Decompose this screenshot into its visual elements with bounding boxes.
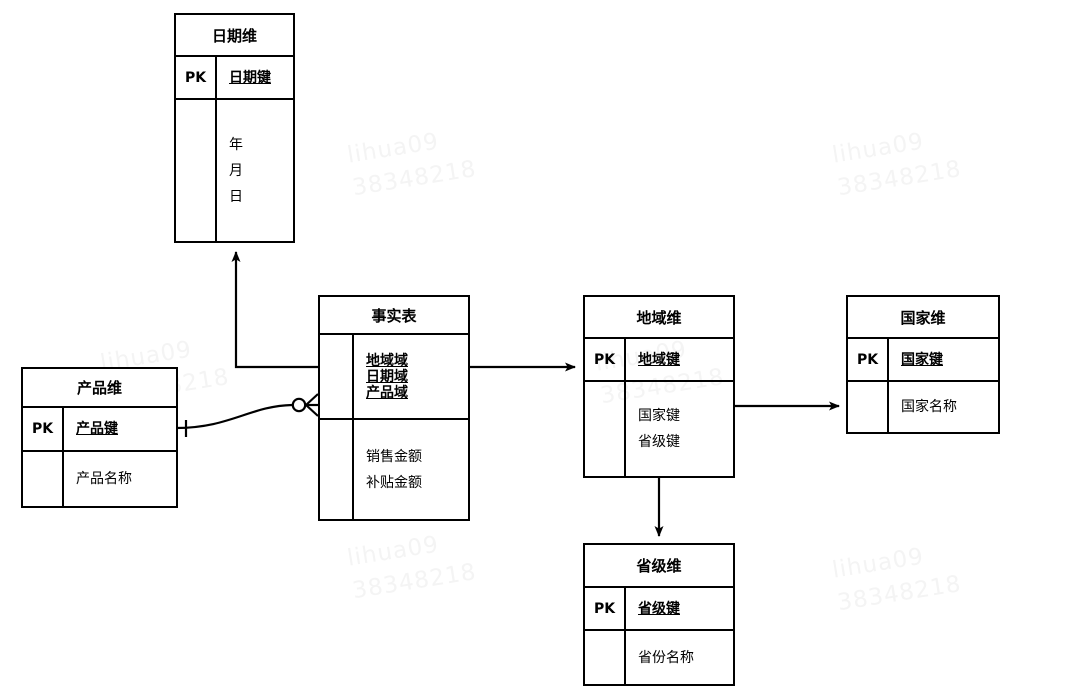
foreign-key-list: 地域域 日期域 产品域 — [354, 335, 468, 418]
table-row: 产品名称 — [23, 452, 176, 506]
table-row: 国家名称 — [848, 382, 998, 432]
pk-label: PK — [848, 339, 889, 380]
entity-country-dim[interactable]: 国家维 PK 国家键 国家名称 — [846, 295, 1000, 434]
entity-title-date-dim: 日期维 — [176, 15, 293, 57]
cardinality-many-crowsfoot — [305, 393, 319, 417]
entity-province-dim[interactable]: 省级维 PK 省级键 省份名称 — [583, 543, 735, 686]
watermark: lihua09 38348218 — [830, 128, 964, 202]
field-name: 省级键 — [638, 600, 680, 617]
pk-field: 日期键 — [217, 57, 293, 98]
table-row: PK 地域键 — [585, 339, 733, 382]
attribute-list: 产品名称 — [64, 452, 176, 506]
entity-title-fact-table: 事实表 — [320, 297, 468, 335]
key-column-empty — [585, 631, 626, 684]
key-column-empty — [176, 100, 217, 241]
pk-label: PK — [23, 408, 64, 450]
pk-label: PK — [585, 588, 626, 629]
pk-field: 国家键 — [889, 339, 998, 380]
pk-label — [320, 335, 354, 418]
entity-region-dim[interactable]: 地域维 PK 地域键 国家键 省级键 — [583, 295, 735, 478]
pk-field: 地域键 — [626, 339, 733, 380]
field-name: 国家名称 — [901, 399, 957, 415]
field-name: 日期域 — [366, 368, 408, 385]
table-row: PK 省级键 — [585, 588, 733, 631]
watermark: lihua09 38348218 — [830, 543, 964, 617]
watermark: lihua09 38348218 — [345, 531, 479, 605]
table-row: PK 国家键 — [848, 339, 998, 382]
table-row: PK 产品键 — [23, 408, 176, 452]
field-name: 省级键 — [638, 434, 680, 450]
field-name: 国家键 — [901, 351, 943, 368]
field-name: 日 — [229, 188, 243, 205]
entity-product-dim[interactable]: 产品维 PK 产品键 产品名称 — [21, 367, 178, 508]
table-row: 省份名称 — [585, 631, 733, 684]
field-name: 地域键 — [638, 351, 680, 368]
key-column-empty — [848, 382, 889, 432]
table-row: 年 月 日 — [176, 100, 293, 241]
table-row: PK 日期键 — [176, 57, 293, 100]
table-row: 国家键 省级键 — [585, 382, 733, 476]
attribute-list: 国家键 省级键 — [626, 382, 733, 476]
field-name: 年 — [229, 136, 243, 153]
key-column-empty — [320, 420, 354, 519]
entity-fact-table[interactable]: 事实表 地域域 日期域 产品域 销售金额 补贴金额 — [318, 295, 470, 521]
entity-title-province-dim: 省级维 — [585, 545, 733, 588]
attribute-list: 年 月 日 — [217, 100, 293, 241]
field-name: 产品键 — [76, 421, 118, 437]
field-name: 月 — [229, 162, 243, 179]
field-name: 日期键 — [229, 69, 271, 86]
entity-date-dim[interactable]: 日期维 PK 日期键 年 月 日 — [174, 13, 295, 243]
key-column-empty — [585, 382, 626, 476]
entity-title-country-dim: 国家维 — [848, 297, 998, 339]
cardinality-zero-circle — [291, 397, 307, 413]
pk-label: PK — [585, 339, 626, 380]
attribute-list: 省份名称 — [626, 631, 733, 684]
field-name: 省份名称 — [638, 649, 694, 666]
field-name: 补贴金额 — [366, 474, 422, 491]
key-column-empty — [23, 452, 64, 506]
field-name: 产品名称 — [76, 471, 132, 487]
table-row: 销售金额 补贴金额 — [320, 420, 468, 519]
entity-title-product-dim: 产品维 — [23, 369, 176, 408]
connector-product-to-fact — [175, 403, 293, 430]
connector-fact-to-date — [231, 251, 318, 369]
field-name: 国家键 — [638, 408, 680, 424]
entity-title-region-dim: 地域维 — [585, 297, 733, 339]
pk-field: 产品键 — [64, 408, 176, 450]
measure-list: 销售金额 补贴金额 — [354, 420, 468, 519]
pk-label: PK — [176, 57, 217, 98]
table-row: 地域域 日期域 产品域 — [320, 335, 468, 420]
pk-field: 省级键 — [626, 588, 733, 629]
watermark: lihua09 38348218 — [345, 128, 479, 202]
field-name: 地域域 — [366, 352, 408, 369]
field-name: 产品域 — [366, 384, 408, 401]
attribute-list: 国家名称 — [889, 382, 998, 432]
field-name: 销售金额 — [366, 448, 422, 465]
